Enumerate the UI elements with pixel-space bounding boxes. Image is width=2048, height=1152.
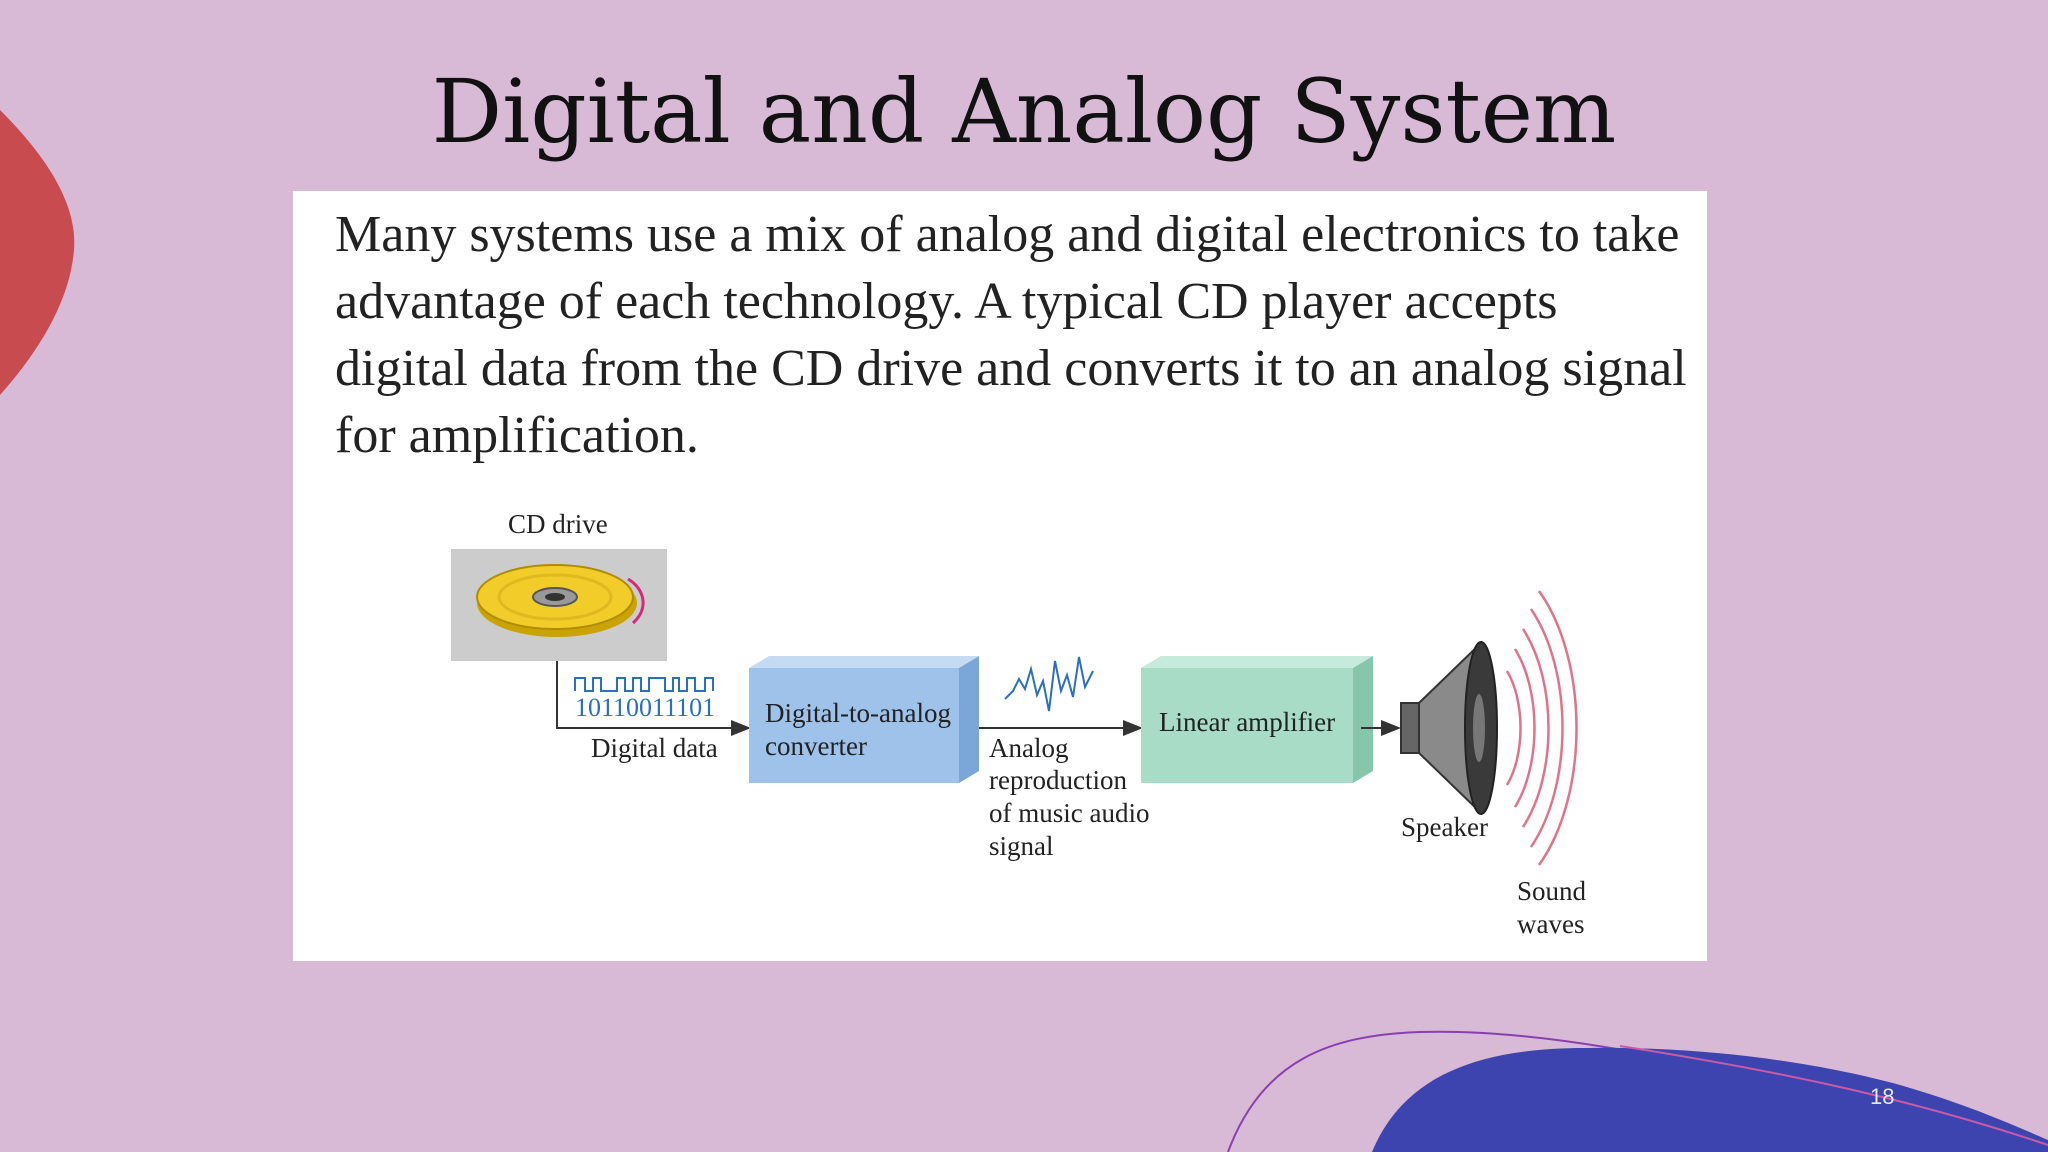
digital-pulse-icon (574, 677, 714, 692)
pink-curve-line (1619, 1045, 2048, 1146)
slide-title: Digital and Analog System (431, 60, 1617, 163)
binary-digits: 10110011101 (575, 693, 715, 722)
dac-label-line2: converter (765, 731, 867, 761)
speaker-label: Speaker (1401, 812, 1488, 842)
analog-label-line3: of music audio (989, 798, 1149, 828)
amplifier-block (1141, 656, 1373, 783)
amplifier-label: Linear amplifier (1159, 707, 1335, 737)
blue-blob-shape (1372, 1047, 2048, 1152)
page-number: 18 (1870, 1084, 1895, 1109)
analog-label-line1: Analog (989, 733, 1068, 763)
speaker-icon (1400, 640, 1498, 816)
analog-label-line2: reproduction (989, 765, 1127, 795)
card-paragraph: Many systems use a mix of analog and dig… (335, 206, 1687, 464)
content-card: Many systems use a mix of analog and dig… (293, 191, 1707, 961)
dac-block (749, 656, 979, 783)
analog-label-line4: signal (989, 831, 1054, 861)
digital-data-label: Digital data (591, 733, 718, 763)
dac-label-line1: Digital-to-analog (765, 698, 951, 728)
sound-waves-icon (1505, 590, 1578, 866)
cd-drive-label: CD drive (508, 509, 608, 539)
sound-label-line1: Sound (1517, 876, 1587, 906)
digital-data-line (556, 661, 751, 736)
analog-wave-icon (1004, 656, 1094, 712)
cd-player-diagram: CD drive 10110011101 Digital data Digita… (451, 509, 1587, 939)
sound-label-line2: waves (1517, 909, 1584, 939)
cd-disc-icon (476, 564, 645, 637)
red-blob-shape (0, 110, 75, 395)
